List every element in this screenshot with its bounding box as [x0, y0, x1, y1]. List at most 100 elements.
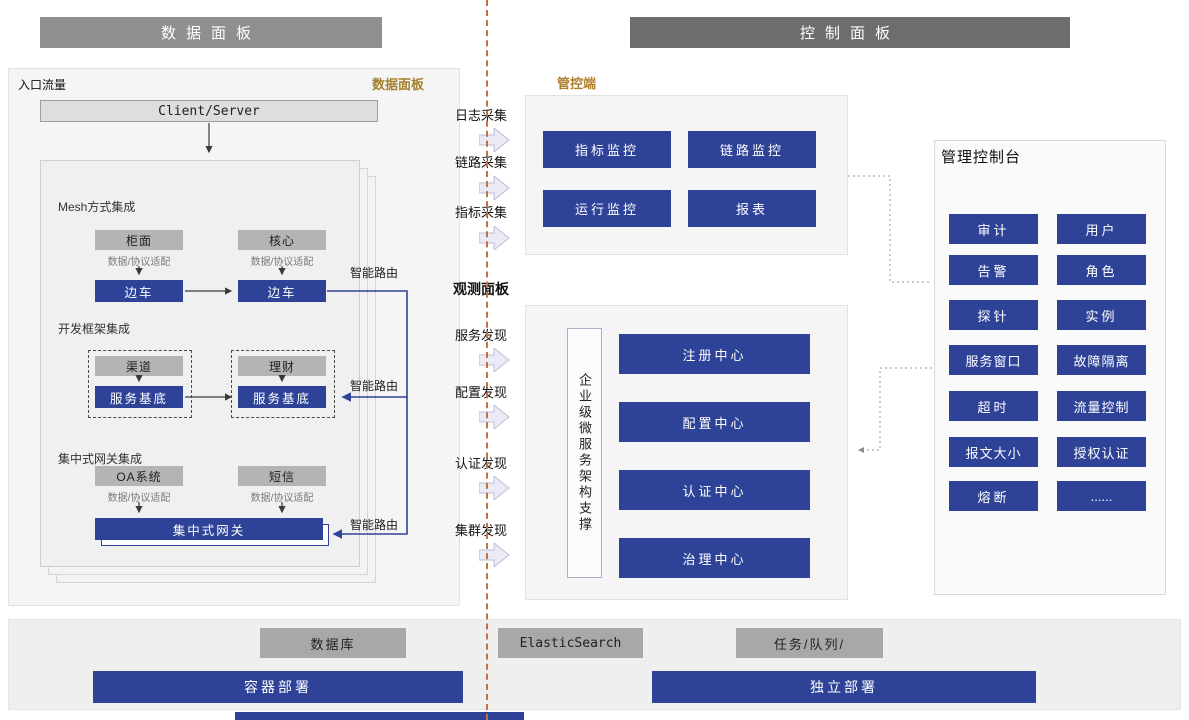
channel-label: 渠道: [125, 359, 152, 374]
config-center-box: 配置中心: [619, 402, 810, 442]
console-item-alert: 告警: [949, 255, 1038, 285]
console-item-label: 告警: [977, 263, 1010, 279]
framework-section-title: 开发框架集成: [58, 322, 131, 336]
service-base-node-2: 服务基底: [238, 386, 326, 408]
data-plane-tag: 数据面板: [372, 77, 425, 92]
client-server-box: Client/Server: [40, 100, 378, 122]
console-item-label: 用户: [1085, 222, 1118, 238]
flow-label-config-discovery: 配置发现: [455, 385, 508, 400]
trace-monitor-box: 链路监控: [688, 131, 816, 168]
task-queue-box: 任务/队列/: [736, 628, 883, 658]
flow-arrow-icon: [478, 403, 510, 434]
oa-system-label: OA系统: [116, 469, 162, 484]
sidecar-node-2: 边车: [238, 280, 326, 302]
wealth-node: 理财: [238, 356, 326, 376]
registry-center-box: 注册中心: [619, 334, 810, 374]
config-center-label: 配置中心: [682, 415, 747, 431]
framework-group-1: [88, 350, 192, 418]
console-item-label: 探针: [977, 308, 1010, 324]
report-label: 报表: [735, 202, 768, 217]
database-label: 数据库: [310, 636, 356, 652]
sms-node: 短信: [238, 466, 326, 486]
console-item-fault-isolation: 故障隔离: [1057, 345, 1146, 375]
sms-label: 短信: [268, 469, 295, 484]
console-item-probe: 探针: [949, 300, 1038, 330]
flow-label-auth-discovery: 认证发现: [455, 456, 508, 471]
adapter-label-4: 数据/协议适配: [250, 493, 314, 504]
registry-center-label: 注册中心: [682, 347, 747, 363]
console-item-user: 用户: [1057, 214, 1146, 244]
flow-label-metric: 指标采集: [455, 205, 508, 220]
microservice-support-box: 企业级微服务架构支撑: [567, 328, 602, 578]
panel-divider: [486, 0, 488, 720]
trace-monitor-label: 链路监控: [719, 143, 784, 158]
report-box: 报表: [688, 190, 816, 227]
auth-center-box: 认证中心: [619, 470, 810, 510]
task-queue-label: 任务/队列/: [773, 636, 846, 652]
console-item-service-window: 服务窗口: [949, 345, 1038, 375]
control-side-tag: 管控端: [557, 76, 597, 91]
flow-arrow-icon: [478, 474, 510, 505]
core-node: 核心: [238, 230, 326, 250]
elasticsearch-box: ElasticSearch: [498, 628, 643, 658]
console-item-instance: 实例: [1057, 300, 1146, 330]
console-item-flow-control: 流量控制: [1057, 391, 1146, 421]
flow-arrow-icon: [478, 346, 510, 377]
flow-label-service-discovery: 服务发现: [455, 328, 508, 343]
governance-center-label: 治理中心: [682, 551, 747, 567]
data-panel-header: 数据面板: [40, 17, 382, 48]
console-item-label: 超时: [977, 399, 1010, 415]
adapter-label-3: 数据/协议适配: [107, 493, 171, 504]
console-item-label: ......: [1090, 488, 1113, 504]
flow-arrow-icon: [478, 126, 510, 157]
container-deploy-label: 容器部署: [244, 679, 312, 695]
flow-label-cluster-discovery: 集群发现: [455, 523, 508, 538]
sidecar-label-1: 边车: [124, 285, 154, 300]
flow-label-log: 日志采集: [455, 108, 508, 123]
central-gateway-label: 集中式网关: [172, 523, 246, 538]
auth-center-label: 认证中心: [682, 483, 747, 499]
adapter-label-1: 数据/协议适配: [107, 257, 171, 268]
oa-system-node: OA系统: [95, 466, 183, 486]
database-box: 数据库: [260, 628, 406, 658]
metric-monitor-box: 指标监控: [543, 131, 671, 168]
microservice-support-label: 企业级微服务架构支撑: [577, 373, 592, 533]
central-gateway-node: 集中式网关: [95, 518, 323, 540]
counter-label: 柜面: [125, 233, 152, 248]
console-item-authorization: 授权认证: [1057, 437, 1146, 467]
console-item-label: 流量控制: [1073, 399, 1130, 415]
console-item-label: 故障隔离: [1073, 353, 1130, 369]
control-panel-header: 控制面板: [630, 17, 1070, 48]
smart-route-label-3: 智能路由: [350, 518, 399, 532]
console-item-message-size: 报文大小: [949, 437, 1038, 467]
runtime-monitor-box: 运行监控: [543, 190, 671, 227]
console-item-label: 审计: [977, 222, 1010, 238]
flow-arrow-icon: [478, 541, 510, 572]
console-item-label: 熔断: [977, 489, 1010, 505]
sidecar-node-1: 边车: [95, 280, 183, 302]
wealth-label: 理财: [268, 359, 295, 374]
control-panel-header-label: 控制面板: [799, 25, 900, 42]
governance-center-box: 治理中心: [619, 538, 810, 578]
channel-node: 渠道: [95, 356, 183, 376]
client-server-label: Client/Server: [158, 103, 260, 119]
counter-node: 柜面: [95, 230, 183, 250]
flow-label-trace: 链路采集: [455, 155, 508, 170]
flow-arrow-icon: [478, 174, 510, 205]
service-base-node-1: 服务基底: [95, 386, 183, 408]
console-item-label: 实例: [1085, 308, 1118, 324]
console-item-timeout: 超时: [949, 391, 1038, 421]
adapter-label-2: 数据/协议适配: [250, 257, 314, 268]
runtime-monitor-label: 运行监控: [574, 202, 639, 217]
service-base-label-2: 服务基底: [252, 391, 311, 406]
mesh-section-title: Mesh方式集成: [58, 200, 136, 214]
console-item-label: 授权认证: [1073, 445, 1130, 461]
monitoring-panel: [525, 95, 848, 255]
console-item-label: 报文大小: [965, 445, 1022, 461]
data-panel-header-label: 数据面板: [160, 25, 261, 42]
standalone-deploy-label: 独立部署: [810, 679, 878, 695]
standalone-deploy-box: 独立部署: [652, 671, 1036, 703]
console-item-label: 角色: [1085, 263, 1118, 279]
flow-arrow-icon: [478, 224, 510, 255]
